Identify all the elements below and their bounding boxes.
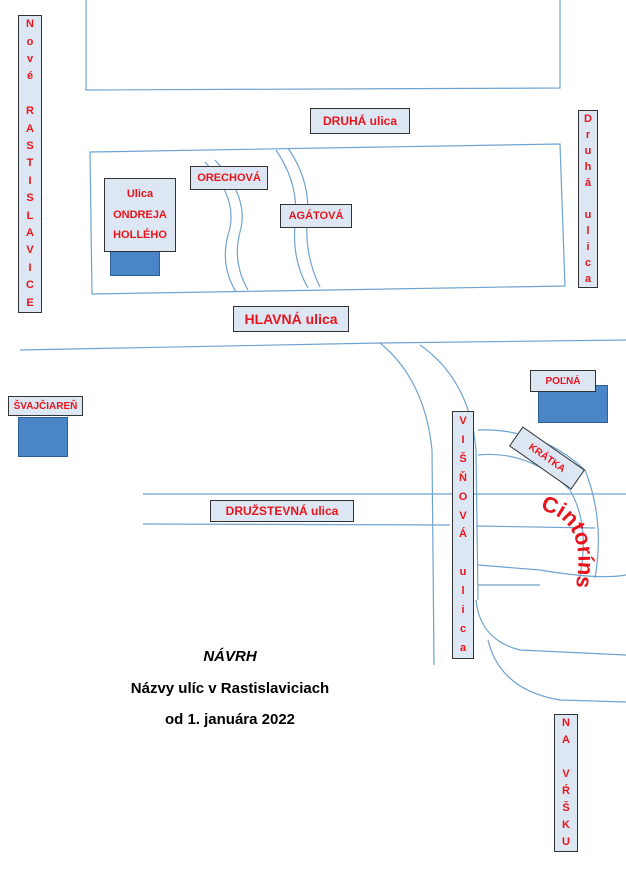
label-letter: u [459,566,467,579]
label-letter [28,89,31,100]
label-letter: D [584,112,592,125]
label-letter: C [26,279,34,292]
road-hlavna-top [19,339,626,351]
label-letter: Á [459,528,467,541]
label-letter: I [461,433,465,446]
label-letter [586,194,589,205]
label-letter: V [459,509,467,522]
label-letter: I [28,174,32,187]
label-letter: T [26,157,34,170]
label-letter: A [562,734,570,746]
label-polna: POĽNÁ [530,370,596,392]
label-orechova: ORECHOVÁ [190,166,268,190]
road-druzstevna-2 [142,523,451,526]
building-ondreja-holleho [110,250,160,276]
label-letter: c [459,623,467,636]
label-letter: V [26,244,34,257]
label-letter: N [26,18,34,31]
label-letter: a [459,642,467,655]
label-letter: V [459,414,467,427]
caption-title: Názvy ulíc v Rastislaviciach [130,680,330,697]
label-letter: R [26,105,34,118]
label-letter [564,752,567,763]
label-letter: c [584,256,592,269]
label-letter: K [562,819,570,831]
label-letter [461,548,464,559]
label-letter: L [26,209,34,222]
label-letter: V [562,768,570,780]
label-letter: u [584,208,592,221]
label-hlavna-ulica: HLAVNÁ ulica [233,306,349,332]
label-letter: I [28,261,32,274]
road-top-block [85,0,561,91]
label-svajciaren: ŠVAJČIAREŇ [8,396,83,416]
road-druzstevna-3 [475,525,596,529]
label-letter: i [461,604,465,617]
label-letter: S [26,140,34,153]
label-letter: u [584,144,592,157]
label-letter: A [26,122,34,135]
label-letter: r [585,128,591,141]
caption-date: od 1. januára 2022 [164,711,296,728]
label-letter: O [458,490,468,503]
label-druha-ulica-top: DRUHÁ ulica [310,108,410,134]
road-visnova-2 [419,344,479,601]
label-letter: N [562,717,570,729]
label-letter: l [586,224,590,237]
label-letter: Ŕ [562,785,570,797]
road-middle-block [89,143,566,295]
label-letter: Š [562,802,570,814]
label-letter: Š [459,452,467,465]
label-letter: a [584,272,592,285]
label-druzstevna-ulica: DRUŽSTEVNÁ ulica [210,500,354,522]
road-visnova-3 [475,599,626,656]
caption-navrh: NÁVRH [203,648,257,665]
building-svajciaren [18,417,68,457]
label-letter: U [562,836,570,848]
label-letter: i [586,240,590,253]
road-kratka-2 [477,453,584,576]
label-agatova: AGÁTOVÁ [280,204,352,228]
label-letter: S [26,192,34,205]
label-letter: E [26,296,34,309]
label-letter: A [26,227,34,240]
label-ondreja-holleho: Ulica ONDREJA HOLLÉHO [104,178,176,252]
label-letter: l [461,585,465,598]
label-letter: h [584,160,592,173]
label-letter: Ň [459,471,467,484]
label-letter: á [584,176,592,189]
label-letter: v [26,53,34,66]
label-letter: é [26,70,34,83]
road-visnova-1 [379,342,435,666]
road-kratka-1 [477,429,599,579]
road-cintorinska-1 [477,564,626,578]
road-visnova-4 [487,639,626,703]
label-letter: o [26,35,34,48]
